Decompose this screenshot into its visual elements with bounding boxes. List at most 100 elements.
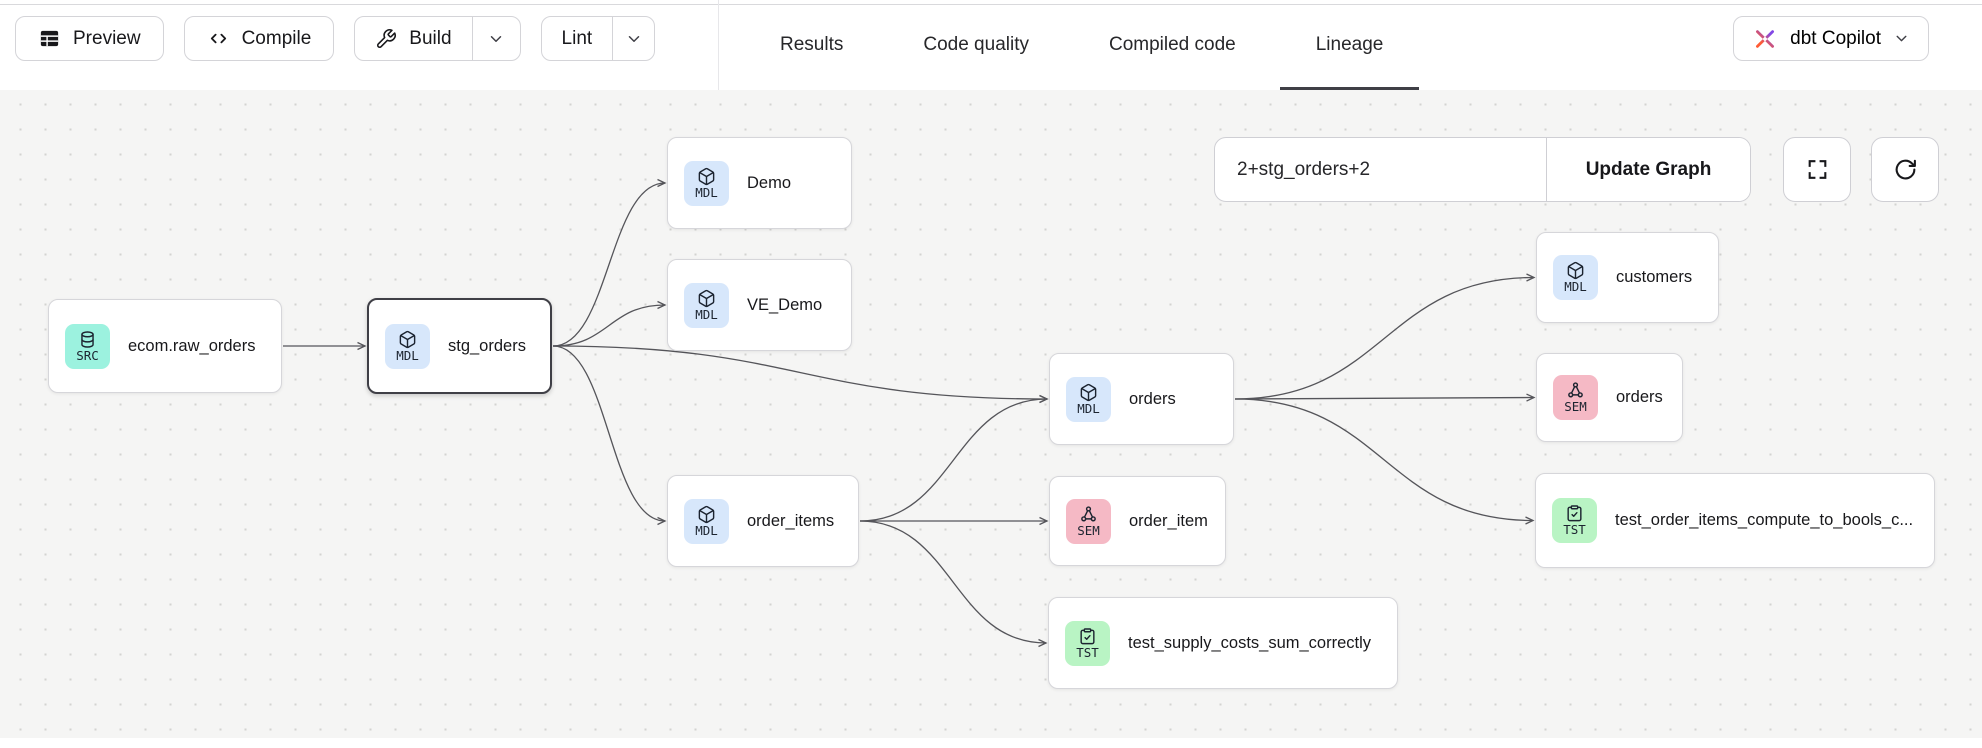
lineage-node-ecom_raw_orders[interactable]: SRC ecom.raw_orders <box>48 299 282 393</box>
node-label: ecom.raw_orders <box>128 336 256 355</box>
table-icon <box>38 27 61 50</box>
node-type-badge: SRC <box>65 323 110 369</box>
lineage-node-ve_demo[interactable]: MDL VE_Demo <box>667 259 852 351</box>
node-type-label: SRC <box>76 347 99 363</box>
top-toolbar: Preview Compile Build <box>0 0 1982 90</box>
build-button-group: Build <box>354 16 521 61</box>
node-type-label: TST <box>1563 522 1586 538</box>
lineage-node-test_order_items[interactable]: TST test_order_items_compute_to_bools_c..… <box>1535 473 1935 568</box>
node-type-label: TST <box>1076 644 1099 660</box>
lineage-node-customers[interactable]: MDL customers <box>1536 232 1719 323</box>
semantic-model-icon <box>1566 381 1585 400</box>
node-label: orders <box>1616 388 1663 406</box>
node-type-label: SEM <box>1077 522 1100 538</box>
tab-code-quality-label: Code quality <box>923 34 1029 55</box>
bottom-strip <box>0 738 1982 748</box>
refresh-button[interactable] <box>1871 137 1939 202</box>
fullscreen-icon <box>1805 157 1830 182</box>
chevron-down-icon <box>1893 30 1910 47</box>
node-type-badge: SEM <box>1066 498 1111 544</box>
node-type-label: MDL <box>1077 400 1100 416</box>
edge-orders_model-to-customers <box>1234 273 1536 400</box>
chevron-down-icon <box>487 30 505 48</box>
edge-order_items-to-test_supply_costs <box>859 520 1048 648</box>
node-type-label: MDL <box>695 306 718 322</box>
compile-button[interactable]: Compile <box>183 16 335 61</box>
edge-orders_model-to-test_order_items <box>1234 398 1535 525</box>
cube-icon <box>398 330 417 349</box>
node-type-label: MDL <box>1564 279 1587 295</box>
lineage-node-order_items[interactable]: MDL order_items <box>667 475 859 567</box>
build-button[interactable]: Build <box>355 17 471 60</box>
lineage-node-orders_sem[interactable]: SEM orders <box>1536 353 1683 442</box>
node-type-badge: TST <box>1552 498 1597 543</box>
test-icon <box>1078 627 1097 646</box>
edge-stg_orders-to-demo <box>552 178 667 347</box>
node-type-label: MDL <box>695 522 718 538</box>
node-label: order_item <box>1129 511 1208 530</box>
tab-results[interactable]: Results <box>744 0 879 90</box>
lint-button[interactable]: Lint <box>542 17 613 60</box>
edge-stg_orders-to-ve_demo <box>552 300 667 347</box>
build-dropdown-toggle[interactable] <box>471 17 520 60</box>
chevron-down-icon <box>625 30 643 48</box>
action-buttons: Preview Compile Build <box>15 16 656 61</box>
tab-lineage-label: Lineage <box>1315 34 1384 55</box>
edge-stg_orders-to-order_items <box>552 345 667 526</box>
node-type-badge: MDL <box>684 498 729 544</box>
lineage-node-orders_model[interactable]: MDL orders <box>1049 353 1234 445</box>
node-label: order_items <box>747 511 835 530</box>
cube-icon <box>697 167 716 186</box>
semantic-model-icon <box>1079 505 1098 524</box>
copilot-icon <box>1752 26 1778 52</box>
dbt-copilot-button[interactable]: dbt Copilot <box>1733 16 1929 61</box>
database-icon <box>78 330 97 349</box>
node-type-badge: MDL <box>1066 376 1111 422</box>
node-label: VE_Demo <box>747 295 823 314</box>
toolbar-top-divider <box>0 4 1982 5</box>
node-type-badge: MDL <box>1553 255 1598 300</box>
node-label: customers <box>1616 268 1693 286</box>
node-type-label: SEM <box>1564 399 1587 415</box>
lint-button-group: Lint <box>540 16 656 61</box>
node-type-badge: SEM <box>1553 375 1598 420</box>
preview-button-label: Preview <box>73 27 141 49</box>
cube-icon <box>1079 383 1098 402</box>
lineage-node-demo[interactable]: MDL Demo <box>667 137 852 229</box>
build-button-label: Build <box>409 27 452 49</box>
lineage-node-order_item_sem[interactable]: SEM order_item <box>1049 476 1226 566</box>
lint-button-label: Lint <box>561 27 593 49</box>
tab-lineage[interactable]: Lineage <box>1279 0 1420 90</box>
update-graph-button[interactable]: Update Graph <box>1546 138 1750 201</box>
tab-code-quality[interactable]: Code quality <box>887 0 1065 90</box>
cube-icon <box>697 505 716 524</box>
compile-button-label: Compile <box>241 27 312 49</box>
tab-results-label: Results <box>780 34 844 55</box>
node-type-label: MDL <box>695 184 718 200</box>
lineage-selector-input[interactable] <box>1215 138 1546 201</box>
node-type-badge: MDL <box>684 282 729 328</box>
node-label: test_order_items_compute_to_bools_c... <box>1615 511 1914 529</box>
node-label: Demo <box>747 173 792 192</box>
refresh-icon <box>1893 157 1918 182</box>
dbt-copilot-label: dbt Copilot <box>1790 27 1881 49</box>
edge-orders_model-to-orders_sem <box>1234 393 1536 402</box>
lineage-selector: Update Graph <box>1214 137 1751 202</box>
node-type-badge: MDL <box>385 323 430 369</box>
preview-button[interactable]: Preview <box>15 16 164 61</box>
result-tabs: Results Code quality Compiled code Linea… <box>744 0 1419 90</box>
fullscreen-button[interactable] <box>1783 137 1851 202</box>
node-label: orders <box>1129 389 1176 408</box>
edge-stg_orders-to-orders_model <box>552 345 1049 404</box>
node-type-badge: TST <box>1065 620 1110 666</box>
cube-icon <box>697 289 716 308</box>
test-icon <box>1565 504 1584 523</box>
lint-dropdown-toggle[interactable] <box>612 17 654 60</box>
tab-compiled-code[interactable]: Compiled code <box>1073 0 1272 90</box>
cube-icon <box>1566 261 1585 280</box>
